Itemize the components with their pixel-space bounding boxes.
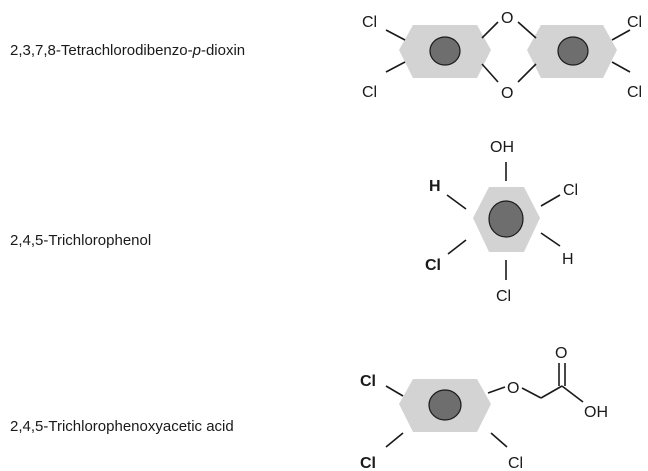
atom-label: OH [490,139,514,156]
atom-label: H [562,251,574,268]
compound-name-tcdd: 2,3,7,8-Tetrachlorodibenzo-p-dioxin [10,42,246,59]
aromatic-circle-right [557,36,589,66]
atom-label: Cl [360,373,376,390]
bond-ch2-c [540,385,563,399]
atom-label: Cl [362,14,377,31]
atom-label: Cl [508,455,523,471]
bond-cl-right [540,194,561,207]
structure-245t: O Cl O OH Cl Cl [360,345,608,471]
atom-label: OH [584,404,608,421]
bond-o-bottom-left [481,63,499,83]
atom-label: Cl [563,182,578,199]
bond-cl-bottom-left [385,61,406,73]
atom-label: Cl [360,455,376,471]
bond-cl-top-right [611,29,631,41]
atom-label: H [429,178,441,195]
structure-trichlorophenol: OH H Cl Cl H Cl [425,139,578,305]
bond-ring-o [487,386,506,394]
bond-c-oh [561,385,584,403]
bond-cl-top [385,385,404,397]
bond-cl-left [447,239,467,255]
atom-label: Cl [425,257,441,274]
aromatic-circle-left [429,36,461,66]
atom-label: O [501,85,513,102]
atom-label: O [501,10,513,27]
structure-tcdd: Cl Cl O O Cl Cl [362,10,642,102]
bond-cl-bottom [490,432,508,448]
compound-name-245t: 2,4,5-Trichlorophenoxyacetic acid [10,418,234,435]
bond-cl-top-left [385,29,406,41]
atom-label: Cl [627,84,642,101]
bond-o-top-left [481,21,499,39]
bond-h-right [540,232,561,247]
aromatic-circle [488,200,524,238]
atom-label: Cl [362,84,377,101]
bond-h-left [446,194,467,210]
bond-o-bottom-right [517,63,537,83]
aromatic-circle [428,389,462,421]
atom-label: O [555,345,567,362]
bond-cl-left [385,432,404,448]
bond-o-ch2 [521,387,542,399]
atom-label: Cl [496,288,511,305]
atom-label: Cl [627,14,642,31]
compound-name-trichlorophenol: 2,4,5-Trichlorophenol [10,232,152,249]
atom-label: O [507,380,519,397]
bond-cl-bottom-right [611,61,631,73]
bond-o-top-right [517,21,537,39]
